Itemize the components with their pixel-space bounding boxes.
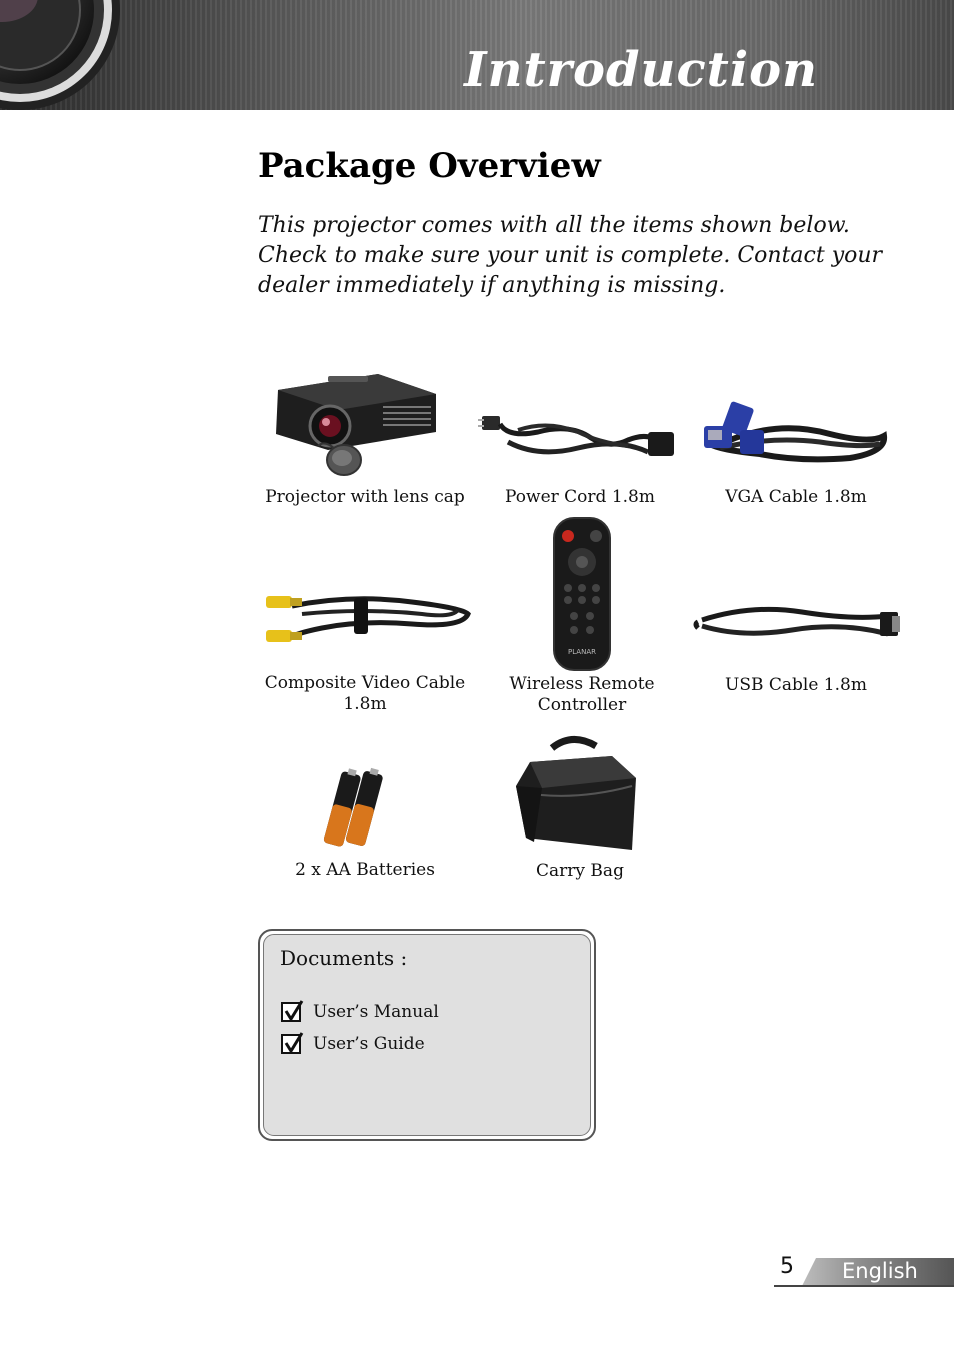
vga-cable-icon xyxy=(704,401,888,463)
document-item: User’s Guide xyxy=(281,1032,425,1056)
item-caption-batteries: 2 x AA Batteries xyxy=(295,860,435,880)
document-label: User’s Manual xyxy=(313,1002,439,1022)
power-cord-icon xyxy=(478,416,674,456)
caption-line-1: Composite Video Cable xyxy=(264,673,466,693)
documents-title: Documents : xyxy=(280,946,408,970)
caption-line-2: 1.8m xyxy=(343,694,387,714)
document-label: User’s Guide xyxy=(313,1034,425,1054)
item-caption-usb-cable: USB Cable 1.8m xyxy=(725,675,867,695)
page-footer: 5 English xyxy=(772,1254,954,1290)
composite-cable-image xyxy=(262,584,472,654)
footer-rule xyxy=(774,1285,954,1287)
item-caption-power-cord: Power Cord 1.8m xyxy=(505,487,655,507)
page-header-title: Introduction xyxy=(464,42,818,98)
carry-bag-image xyxy=(512,734,640,854)
intro-paragraph: This projector comes with all the items … xyxy=(258,213,883,298)
remote-icon: PLANAR xyxy=(553,517,611,671)
footer-bar xyxy=(802,1258,954,1286)
footer-language: English xyxy=(842,1259,918,1283)
caption-line-2: Controller xyxy=(537,695,627,715)
header-texture xyxy=(0,0,954,110)
page-number: 5 xyxy=(780,1254,794,1279)
batteries-image xyxy=(318,766,390,854)
checked-checkbox-icon xyxy=(281,1000,304,1022)
projector-image xyxy=(268,368,440,480)
documents-box-inner: Documents : User’s Manual User’s Guide xyxy=(263,934,591,1136)
remote-image: PLANAR xyxy=(548,516,616,672)
item-caption-projector: Projector with lens cap xyxy=(265,487,465,507)
batteries-icon xyxy=(323,767,383,847)
carry-bag-icon xyxy=(516,736,636,850)
usb-cable-image xyxy=(692,598,902,650)
documents-box: Documents : User’s Manual User’s Guide xyxy=(258,929,596,1141)
item-caption-vga-cable: VGA Cable 1.8m xyxy=(725,487,867,507)
composite-cable-icon xyxy=(266,596,471,642)
document-item: User’s Manual xyxy=(281,1000,439,1024)
usb-cable-icon xyxy=(693,606,900,637)
vga-cable-image xyxy=(700,400,888,472)
lens-icon xyxy=(0,0,120,110)
caption-line-1: Wireless Remote xyxy=(509,674,655,694)
checked-checkbox-icon xyxy=(281,1032,304,1054)
item-caption-carry-bag: Carry Bag xyxy=(536,861,624,881)
remote-brand: PLANAR xyxy=(568,648,596,656)
page-header: Introduction xyxy=(0,0,954,110)
projector-icon xyxy=(276,374,436,476)
item-caption-composite-cable: Composite Video Cable 1.8m xyxy=(255,673,475,715)
section-title: Package Overview xyxy=(258,146,601,186)
power-cord-image xyxy=(478,402,678,476)
item-caption-remote: Wireless Remote Controller xyxy=(482,674,682,716)
